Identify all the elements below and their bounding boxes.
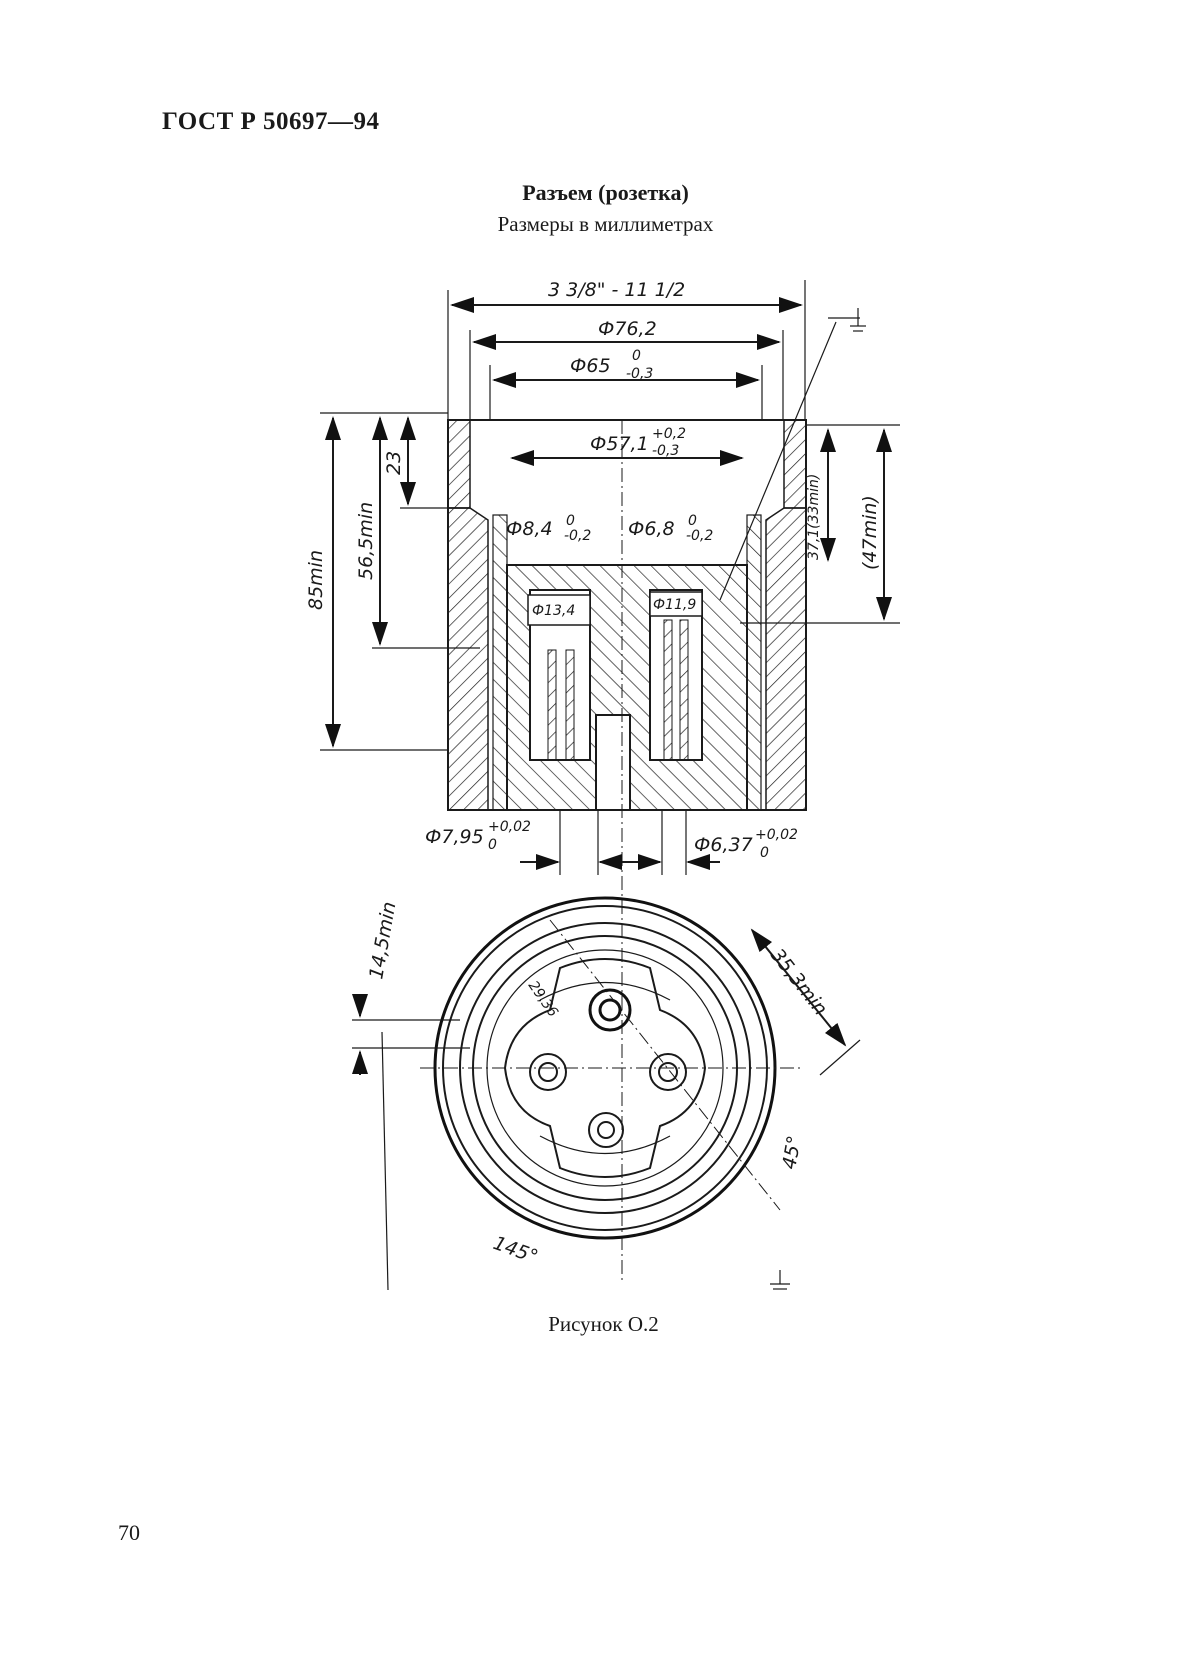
figure-caption: Рисунок О.2 [548,1312,659,1336]
dim-d7-95-label: Ф7,95 [425,826,484,848]
dim-85-label: 85min [305,550,327,610]
dim-d57-label: Ф57,1 [590,433,649,455]
dim-d6-37-tol-upper: +0,02 [755,827,798,843]
figure-subtitle: Размеры в миллиметрах [497,212,714,236]
page-number: 70 [118,1520,140,1545]
dim-d11-9-label: Ф11,9 [653,597,696,613]
dim-d6-37-tol-lower: 0 [760,845,769,861]
dim-d7-95-tol-upper: +0,02 [488,819,531,835]
dim-d6-37-label: Ф6,37 [694,834,753,856]
dim-45-label: 45° [778,1134,806,1171]
dim-14-5-label: 14,5min [365,900,400,981]
dim-d76-label: Ф76,2 [598,318,657,340]
dim-d7-95-tol-lower: 0 [488,837,497,853]
dim-145-label: 145° [490,1232,541,1268]
dim-d13-4-label: Ф13,4 [532,603,575,619]
dim-47-label: (47min) [859,495,881,570]
dim-d65-tol-upper: 0 [632,348,641,364]
dim-d65-label: Ф65 [570,355,611,377]
dim-d6-8-tol-upper: 0 [688,513,697,529]
dim-56-5-label: 56,5min [355,502,377,580]
dim-d8-4-tol-lower: -0,2 [564,528,591,544]
dim-d65-tol-lower: -0,3 [626,366,653,382]
dim-d6-8-label: Ф6,8 [628,518,675,540]
front-view [352,896,861,1291]
dim-d8-4-label: Ф8,4 [506,518,553,540]
figure-title: Разъем (розетка) [522,180,689,205]
dim-d57-tol-lower: -0,3 [652,443,679,459]
dim-thread-label: 3 3/8" - 11 1/2 [548,279,685,301]
dim-35-3-label: 35,3min [766,945,831,1020]
dim-d57-tol-upper: +0,2 [652,426,686,442]
dim-d6-8-tol-lower: -0,2 [686,528,713,544]
standard-header: ГОСТ Р 50697—94 [162,108,380,135]
section-view [320,280,900,1280]
dim-23-label: 23 [383,451,405,475]
dim-37-1-label: 37,1(33min) [806,474,822,560]
dim-d8-4-tol-upper: 0 [566,513,575,529]
